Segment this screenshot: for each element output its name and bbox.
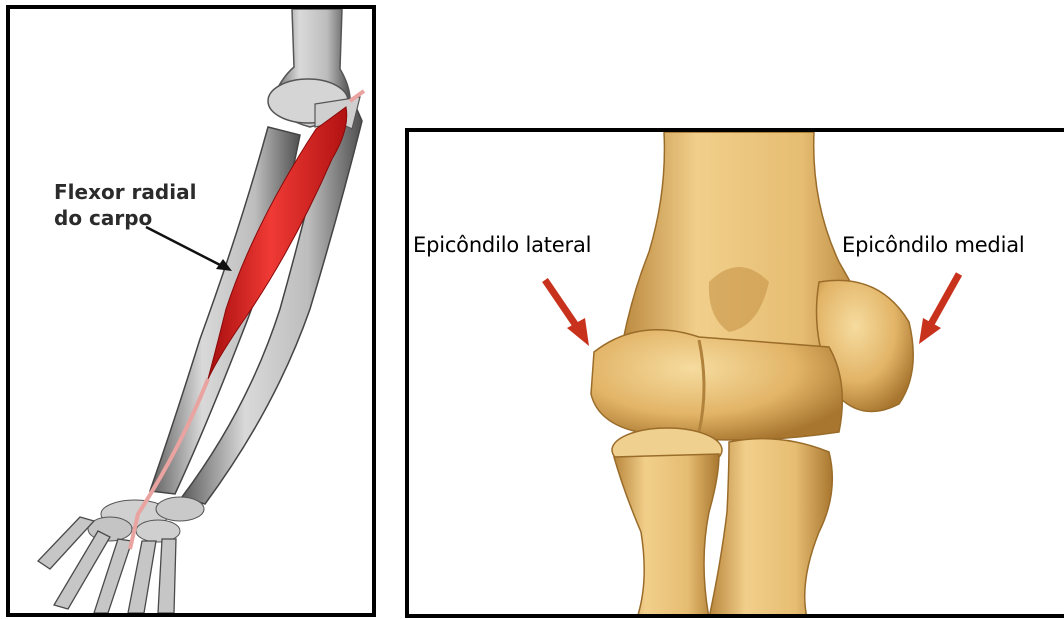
elbow-epicondyle-panel: Epicôndilo lateral Epicôndilo medial xyxy=(405,128,1064,618)
medial-epicondyle-label: Epicôndilo medial xyxy=(842,233,1025,257)
forearm-illustration xyxy=(10,9,372,613)
lateral-epicondyle-arrow xyxy=(545,280,589,346)
muscle-label-line2: do carpo xyxy=(54,205,196,231)
trochlea-capitulum xyxy=(591,330,842,440)
pointer-arrow xyxy=(146,227,232,271)
muscle-label: Flexor radial do carpo xyxy=(54,179,196,231)
forearm-muscle-panel: Flexor radial do carpo xyxy=(6,5,376,617)
medial-epicondyle-arrow xyxy=(919,274,959,344)
lateral-epicondyle-label: Epicôndilo lateral xyxy=(413,233,591,257)
ulna-proximal xyxy=(709,439,832,618)
radius-head xyxy=(612,428,722,618)
muscle-label-line1: Flexor radial xyxy=(54,179,196,205)
elbow-illustration xyxy=(409,132,1064,618)
